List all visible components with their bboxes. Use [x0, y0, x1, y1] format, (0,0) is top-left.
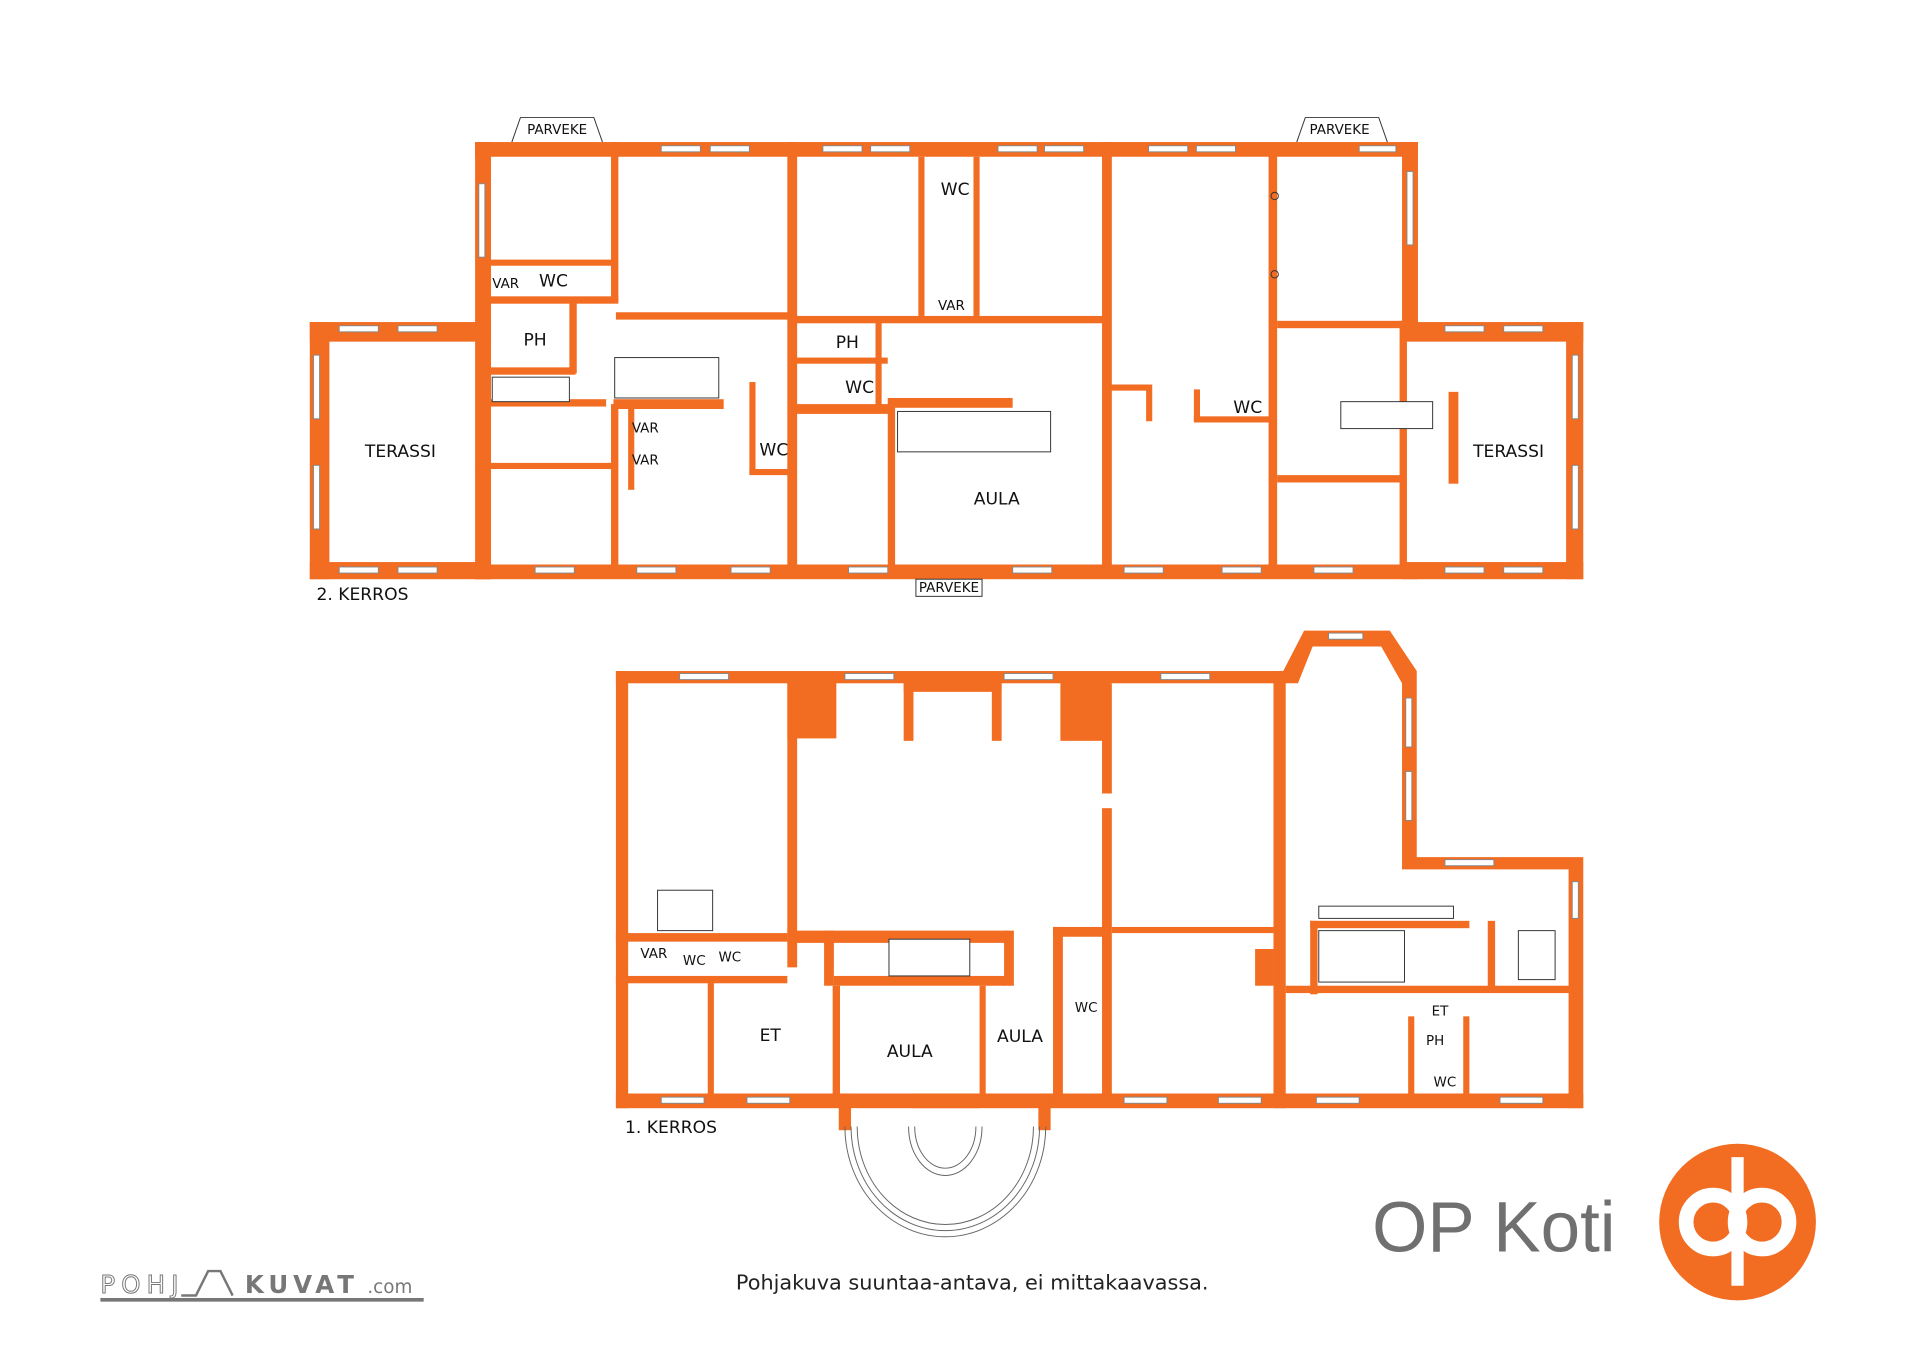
label-aula: AULA: [887, 1042, 933, 1062]
label-aula: AULA: [974, 490, 1020, 510]
label-var: VAR: [938, 299, 965, 314]
label-terassi: TERASSI: [364, 442, 436, 462]
op-koti-text: OP Koti: [1372, 1188, 1615, 1267]
floor-title-upper: 2. KERROS: [316, 585, 408, 605]
label-wc: WC: [1434, 1075, 1457, 1090]
label-terassi: TERASSI: [1472, 442, 1544, 462]
label-var: VAR: [640, 947, 667, 962]
label-var: VAR: [492, 277, 519, 292]
label-wc: WC: [539, 272, 568, 292]
label-var: VAR: [632, 453, 659, 468]
label-wc: WC: [1233, 398, 1262, 418]
upper-floor-plan: PARVEKE PARVEKE PARVEKE TERASSI TERASSI …: [309, 117, 1584, 605]
lower-floor-plan: VAR WC WC ET AULA AULA WC ET PH WC 1. KE…: [615, 630, 1584, 1238]
label-wc: WC: [759, 441, 788, 461]
label-wc: WC: [845, 378, 874, 398]
windows: [312, 145, 1579, 574]
label-ph: PH: [836, 333, 859, 353]
label-ph: PH: [1426, 1034, 1444, 1049]
label-et: ET: [760, 1026, 782, 1046]
label-wc: WC: [718, 951, 741, 966]
pohjakuvat-dotcom: .com: [367, 1277, 412, 1298]
pohjakuvat-left: POHJ: [100, 1270, 184, 1299]
pohjakuvat-logo: POHJ KUVAT .com: [100, 1270, 424, 1302]
label-parveke: PARVEKE: [1310, 123, 1370, 138]
label-wc: WC: [941, 180, 970, 200]
disclaimer-text: Pohjakuva suuntaa-antava, ei mittakaavas…: [736, 1270, 1209, 1294]
label-aula: AULA: [997, 1027, 1043, 1047]
label-ph: PH: [523, 330, 546, 350]
op-logo-icon: [1659, 1143, 1816, 1301]
label-var: VAR: [632, 422, 659, 437]
label-parveke: PARVEKE: [527, 123, 587, 138]
label-wc: WC: [1075, 1001, 1098, 1016]
label-wc: WC: [683, 954, 706, 969]
floor-title-lower: 1. KERROS: [625, 1118, 717, 1138]
label-parveke: PARVEKE: [919, 581, 979, 596]
label-et: ET: [1432, 1004, 1450, 1019]
pohjakuvat-right: KUVAT: [245, 1270, 359, 1299]
